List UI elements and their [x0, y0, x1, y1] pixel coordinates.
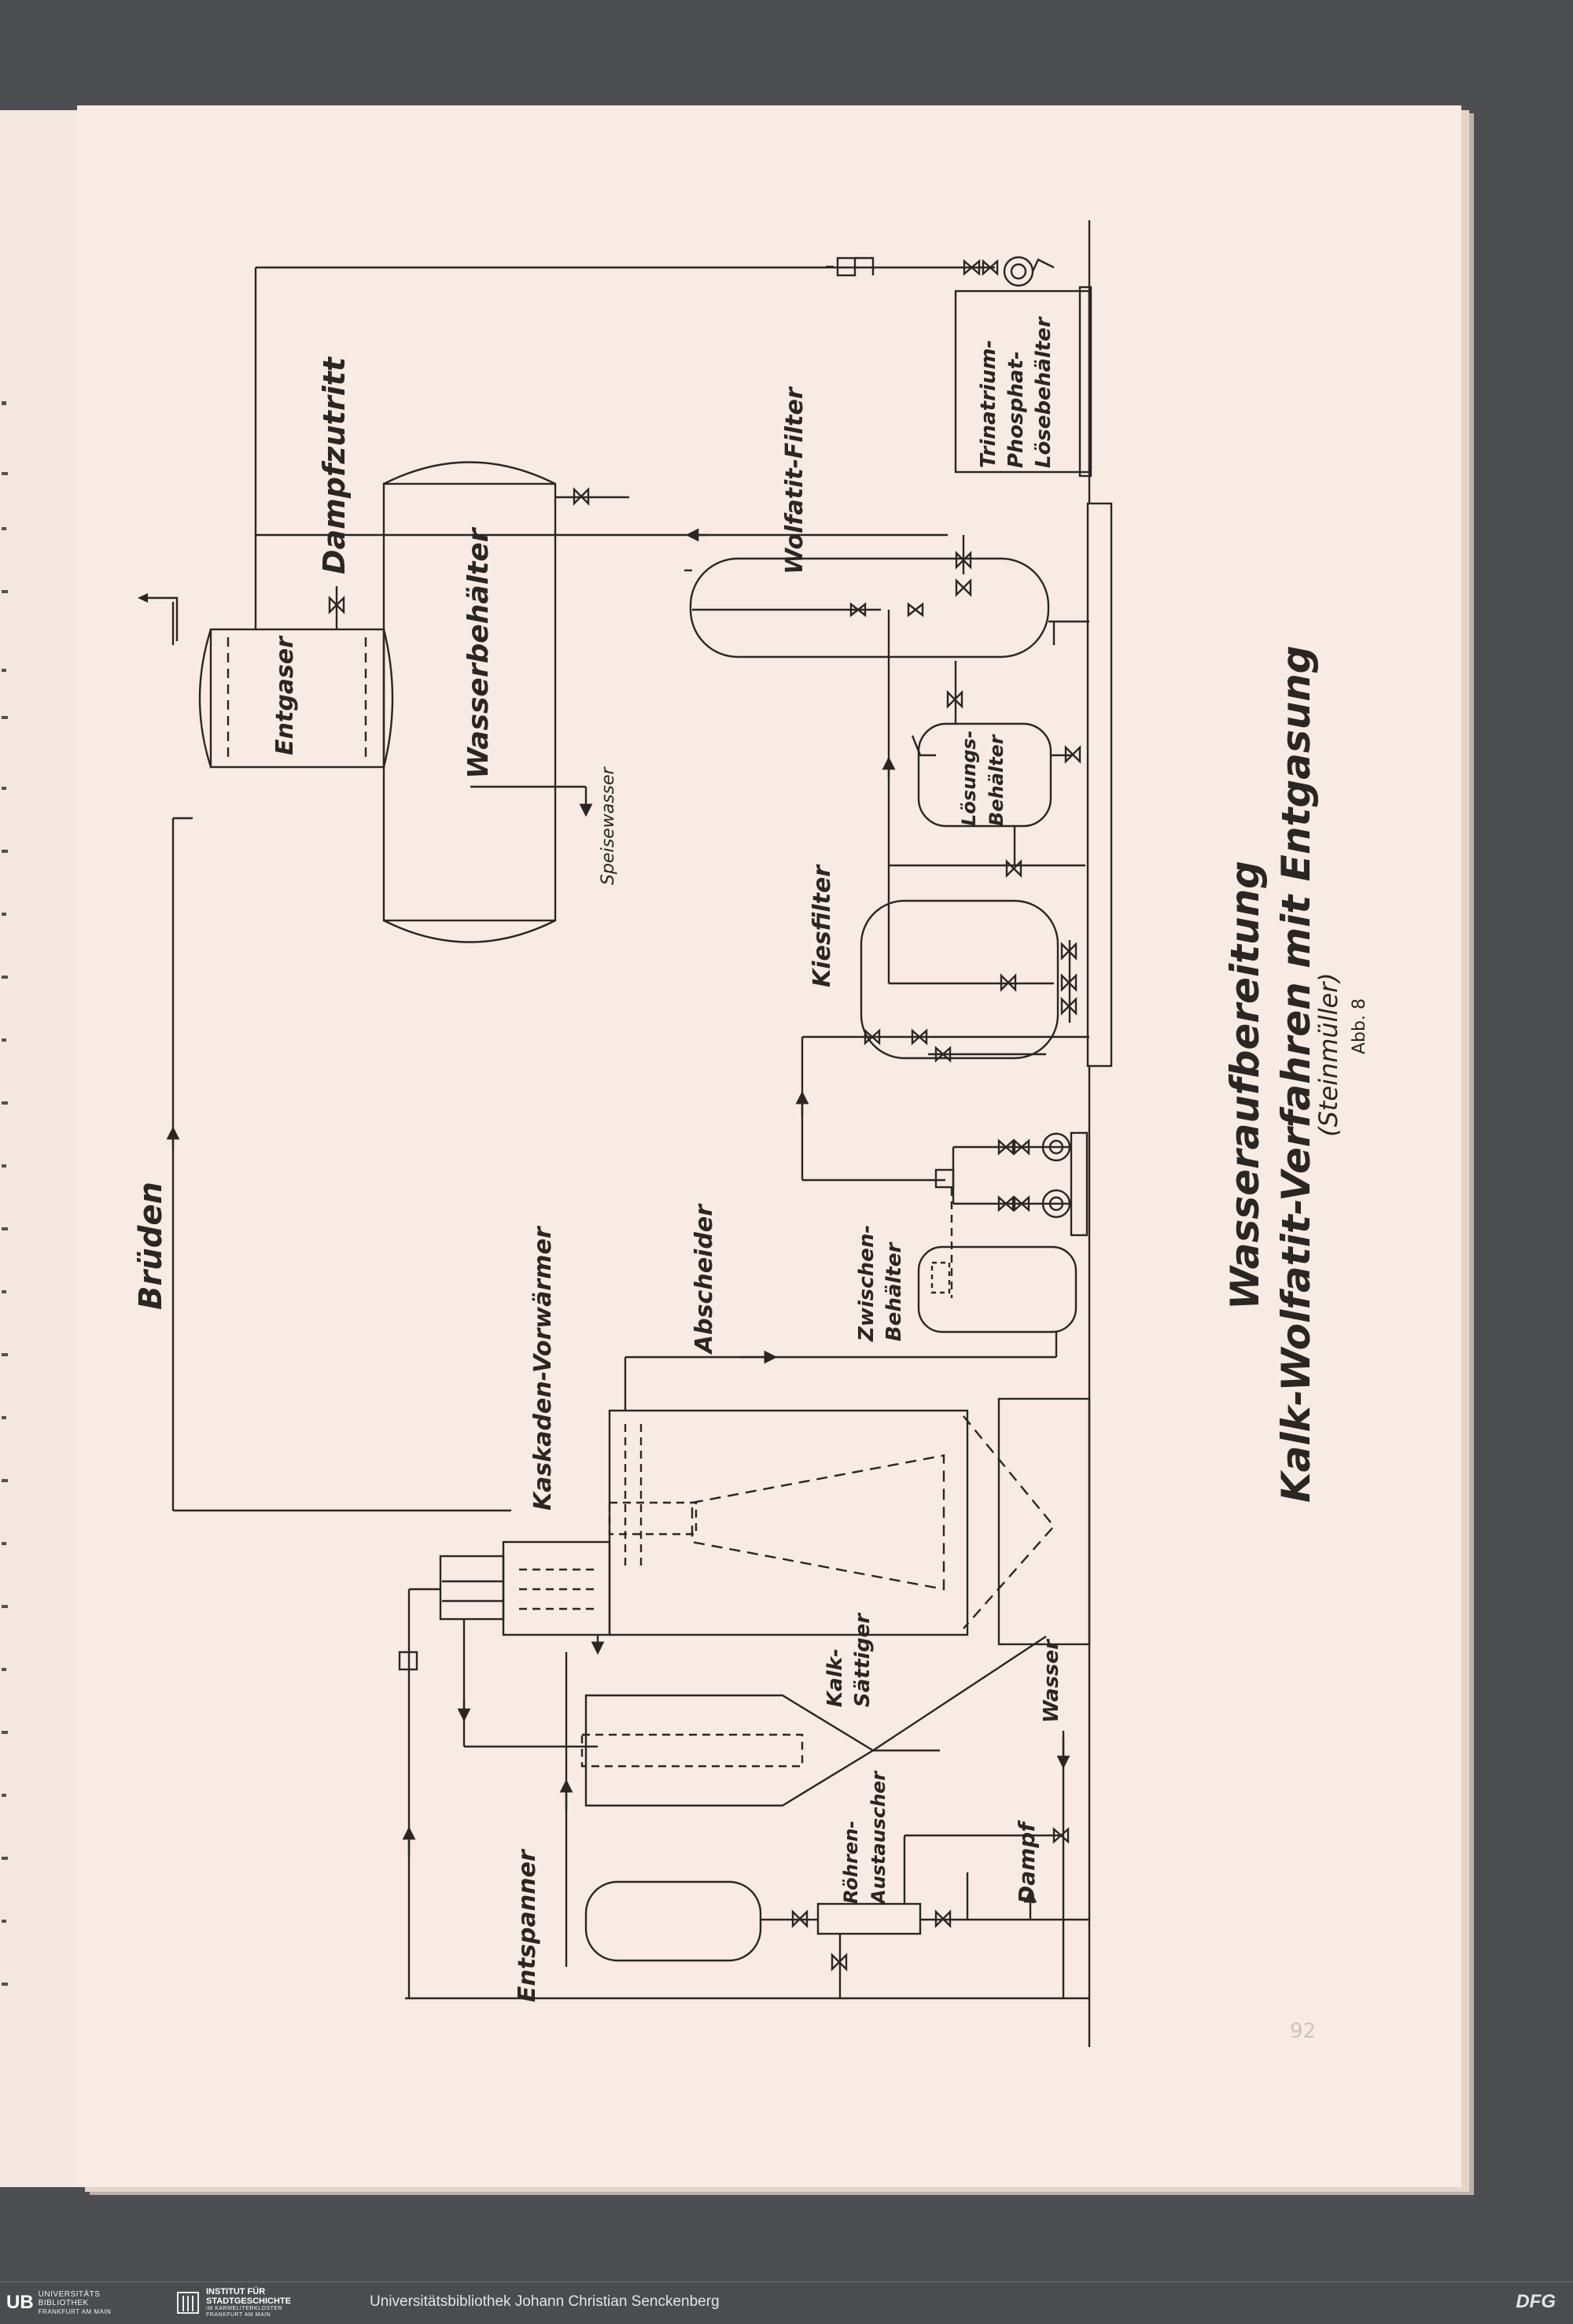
label-loesungs: Lösungs-: [958, 730, 980, 826]
page-sheet: [77, 105, 1461, 2187]
dosing-pump-icon: [1003, 256, 1034, 287]
entspanner: [584, 1880, 762, 1962]
wasserbehaelter-bottom: [383, 919, 556, 943]
label-speisewasser: Speisewasser: [599, 765, 618, 885]
label-roehren: Röhren-: [840, 1820, 862, 1904]
left-page-text-fragments: [2, 401, 8, 1986]
valve-icon: [791, 1909, 809, 1928]
valve-icon: [934, 1909, 952, 1928]
abscheider-base: [997, 1397, 1091, 1646]
abscheider-vessel: [608, 1409, 969, 1636]
wasserbehaelter-top: [383, 461, 556, 485]
label-entspanner: Entspanner: [514, 1848, 541, 2002]
roehren-austauscher: [816, 1902, 922, 1935]
footer-library-name: Universitätsbibliothek Johann Christian …: [370, 2293, 720, 2310]
diagram-subtitle: Kalk-Wolfatit-Verfahren mit Entgasung: [1273, 645, 1319, 1503]
ub-logo-mark: UB: [6, 2292, 34, 2313]
label-zwischen: Zwischen-: [855, 1225, 879, 1342]
valve-icon: [864, 1028, 881, 1046]
filter-icon: [398, 1651, 418, 1671]
label-kaskaden-vorwaermer: Kaskaden-Vorwärmer: [529, 1225, 557, 1511]
filter-icon: [934, 1168, 955, 1189]
label-dampfzutritt: Dampfzutritt: [317, 356, 352, 574]
ub-line-3: FRANKFURT AM MAIN: [38, 2307, 112, 2315]
valve-icon: [1060, 973, 1078, 992]
valve-icon: [573, 487, 590, 506]
pump-icon: [1041, 1132, 1071, 1162]
label-loesebehaelter: Lösebehälter: [1032, 315, 1055, 468]
page-mark: 92: [1290, 2020, 1316, 2043]
label-dampf: Dampf: [1014, 1820, 1040, 1904]
label-trinatrium: Trinatrium-: [977, 340, 1000, 468]
phosphat-tank-base: [1078, 286, 1092, 478]
pump-icon: [1041, 1189, 1071, 1219]
left-page-edge: [0, 110, 79, 2187]
entgaser-vessel: [209, 628, 385, 769]
wolfatit-filter: [689, 557, 1050, 658]
ub-line-1: UNIVERSITÄTS: [38, 2289, 101, 2299]
valve-icon: [1013, 1195, 1030, 1212]
kiesfilter: [860, 899, 1059, 1060]
institut-line-2: STADTGESCHICHTE: [206, 2296, 291, 2306]
valve-icon: [328, 596, 345, 614]
valve-icon: [955, 551, 972, 570]
valve-icon: [946, 690, 963, 709]
label-abscheider: Abscheider: [691, 1203, 718, 1355]
valve-icon: [1064, 745, 1081, 764]
ub-line-2: BIBLIOTHEK: [38, 2298, 89, 2307]
label-phosphat: Phosphat-: [1004, 351, 1028, 468]
label-wasser: Wasser: [1040, 1638, 1063, 1723]
valve-icon: [1060, 942, 1078, 961]
figure-label: Abb. 8: [1350, 998, 1369, 1054]
valve-icon: [982, 259, 999, 276]
diagram-author: (Steinmüller): [1313, 972, 1343, 1137]
valve-icon: [907, 602, 924, 618]
valve-icon: [997, 1195, 1015, 1212]
label-entgaser: Entgaser: [271, 635, 299, 755]
institut-line-1: INSTITUT FÜR: [206, 2287, 266, 2296]
valve-icon: [831, 1953, 848, 1972]
valve-icon: [997, 1138, 1015, 1156]
valve-icon: [911, 1028, 928, 1046]
institut-line-3: IM KARMELITERKLOSTER: [206, 2306, 283, 2311]
label-wasserbehaelter: Wasserbehälter: [462, 526, 495, 779]
valve-icon: [963, 259, 981, 276]
label-austauscher: Austauscher: [868, 1769, 890, 1905]
zwischenbehaelter: [917, 1245, 1078, 1334]
footer-bar: UB UNIVERSITÄTS BIBLIOTHEK FRANKFURT AM …: [0, 2282, 1573, 2324]
dfg-logo: DFG: [1516, 2291, 1556, 2312]
label-kiesfilter: Kiesfilter: [809, 864, 836, 987]
valve-icon: [1060, 997, 1078, 1016]
institut-logo: INSTITUT FÜR STADTGESCHICHTE IM KARMELIT…: [175, 2287, 291, 2318]
label-zwischen-behaelter: Behälter: [882, 1241, 906, 1341]
valve-icon: [1005, 859, 1022, 878]
label-wolfatit-filter: Wolfatit-Filter: [781, 385, 809, 574]
label-kalk: Kalk-: [823, 1648, 847, 1707]
vent-arrow-icon: [138, 593, 148, 603]
filter-icon: [836, 256, 856, 277]
valve-icon: [955, 578, 972, 597]
kalk-saettiger: [584, 1694, 875, 1807]
valve-icon: [934, 1046, 952, 1063]
valve-icon: [849, 602, 867, 618]
ub-logo: UB UNIVERSITÄTS BIBLIOTHEK FRANKFURT AM …: [6, 2289, 111, 2317]
label-brueden: Brüden: [133, 1182, 169, 1310]
right-header-strip: [1086, 502, 1113, 1068]
institut-emblem-icon: [177, 2292, 199, 2314]
entgaser-vent: [143, 596, 179, 641]
loesungsbehaelter: [917, 722, 1052, 828]
valve-icon: [1000, 973, 1017, 992]
institut-line-4: FRANKFURT AM MAIN: [206, 2312, 271, 2318]
valve-icon: [1013, 1138, 1030, 1156]
diagram-title: Wasseraufbereitung: [1222, 861, 1268, 1310]
label-behaelter: Behälter: [985, 733, 1008, 826]
phosphat-loesebehaelter: [954, 290, 1091, 474]
label-saettiger: Sättiger: [851, 1612, 875, 1707]
